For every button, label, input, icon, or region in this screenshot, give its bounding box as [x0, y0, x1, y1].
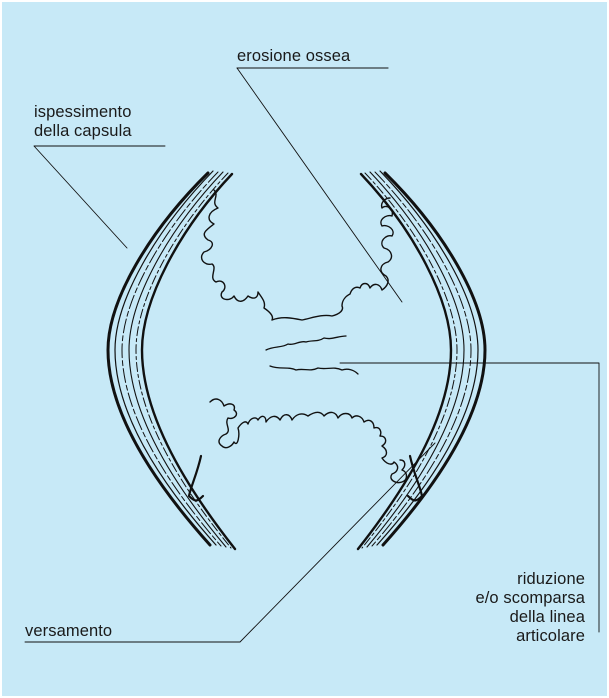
- left-joint-capsule: [108, 171, 235, 549]
- label-capsule-line-1: ispessimento: [34, 103, 132, 122]
- label-effusion: versamento: [25, 622, 112, 641]
- label-capsule-thickening: ispessimento della capsula: [34, 103, 132, 141]
- label-joint-line-reduction: riduzione e/o scomparsa della linea arti…: [475, 570, 585, 646]
- label-joint-line-3: della linea: [475, 608, 585, 627]
- leader-lines: [25, 68, 599, 642]
- label-joint-line-2: e/o scomparsa: [475, 589, 585, 608]
- label-erosion: erosione ossea: [237, 47, 350, 66]
- upper-joint-surface: [266, 336, 346, 350]
- lower-bone-outline: [210, 399, 407, 482]
- erosion-leader: [237, 68, 402, 302]
- capsule-leader: [34, 146, 165, 248]
- label-joint-line-1: riduzione: [475, 570, 585, 589]
- label-capsule-line-2: della capsula: [34, 122, 132, 141]
- right-synovial-fold: [408, 456, 422, 501]
- upper-bone-outline: [202, 190, 394, 320]
- label-joint-line-4: articolare: [475, 627, 585, 646]
- lower-joint-surface: [270, 366, 358, 374]
